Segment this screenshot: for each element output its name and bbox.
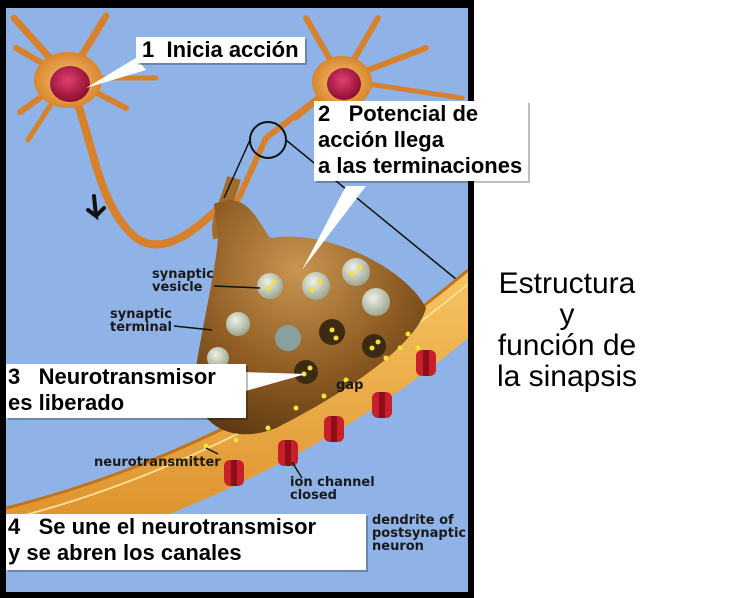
title-line4: la sinapsis [496, 360, 638, 393]
diagram-title: Estructura y función de la sinapsis [482, 268, 652, 392]
ion-channel-receptors [224, 350, 436, 486]
title-line2: y [559, 298, 575, 331]
label-synaptic-vesicle: synaptic vesicle [152, 268, 214, 294]
callout-step2-line2: acción llega [318, 127, 444, 152]
label-dendrite-line3: neuron [372, 539, 424, 554]
callout-step2: 2 Potencial de acción llega a las termin… [314, 101, 529, 181]
callout-step4-line2: y se abren los canales [8, 540, 242, 565]
callout-step1: 1 Inicia acción [136, 37, 305, 63]
label-neurotransmitter-line1: neurotransmitter [94, 455, 221, 470]
title-line1: Estructura [498, 267, 636, 300]
callout-step4-line1: 4 Se une el neurotransmisor [8, 514, 317, 539]
diagram-frame [0, 0, 474, 598]
label-synaptic-terminal-line1: synaptic [110, 307, 172, 322]
neurotransmitter-leader [205, 447, 219, 455]
label-neurotransmitter: neurotransmitter [94, 456, 221, 469]
title-line3: función de [497, 329, 637, 362]
terminal-leader [173, 325, 213, 331]
label-ion-channel-closed: ion channel closed [290, 476, 375, 502]
callout-step2-line1: 2 Potencial de [318, 101, 479, 126]
synapse-illustration [6, 8, 468, 592]
postsynaptic-dendrite [6, 270, 468, 568]
label-synaptic-terminal: synaptic terminal [110, 308, 172, 334]
callout-step1-line: 1 Inicia acción [142, 37, 299, 62]
ion-channel-leader [291, 461, 303, 479]
synaptic-vesicles [207, 258, 390, 384]
callout-step3-line1: 3 Neurotransmisor [8, 364, 216, 389]
label-synaptic-vesicle-line2: vesicle [152, 280, 203, 295]
label-dendrite-line2: postsynaptic [372, 526, 467, 541]
callout-step3-line2: es liberado [8, 390, 125, 415]
callout1-pointer [86, 58, 146, 88]
vesicle-leader [213, 285, 261, 289]
label-dendrite: dendrite of postsynaptic neuron [372, 514, 466, 553]
callout3-pointer [242, 372, 306, 392]
label-gap-line1: gap [336, 378, 364, 393]
callout2-pointer [302, 186, 366, 270]
neurotransmitter-dots [203, 265, 421, 449]
label-synaptic-vesicle-line1: synaptic [152, 267, 214, 282]
label-ion-channel-line2: closed [290, 488, 337, 503]
label-ion-channel-line1: ion channel [290, 475, 375, 490]
callout-step3: 3 Neurotransmisor es liberado [6, 364, 246, 418]
label-synaptic-terminal-line2: terminal [110, 320, 172, 335]
callout-step2-line3: a las terminaciones [318, 153, 523, 178]
arrow-down-icon [86, 194, 106, 221]
label-dendrite-line1: dendrite of [372, 513, 454, 528]
label-gap: gap [336, 379, 363, 392]
callout-step4: 4 Se une el neurotransmisor y se abren l… [6, 514, 366, 570]
nucleus-left [50, 66, 90, 102]
nucleus-right [327, 68, 361, 100]
